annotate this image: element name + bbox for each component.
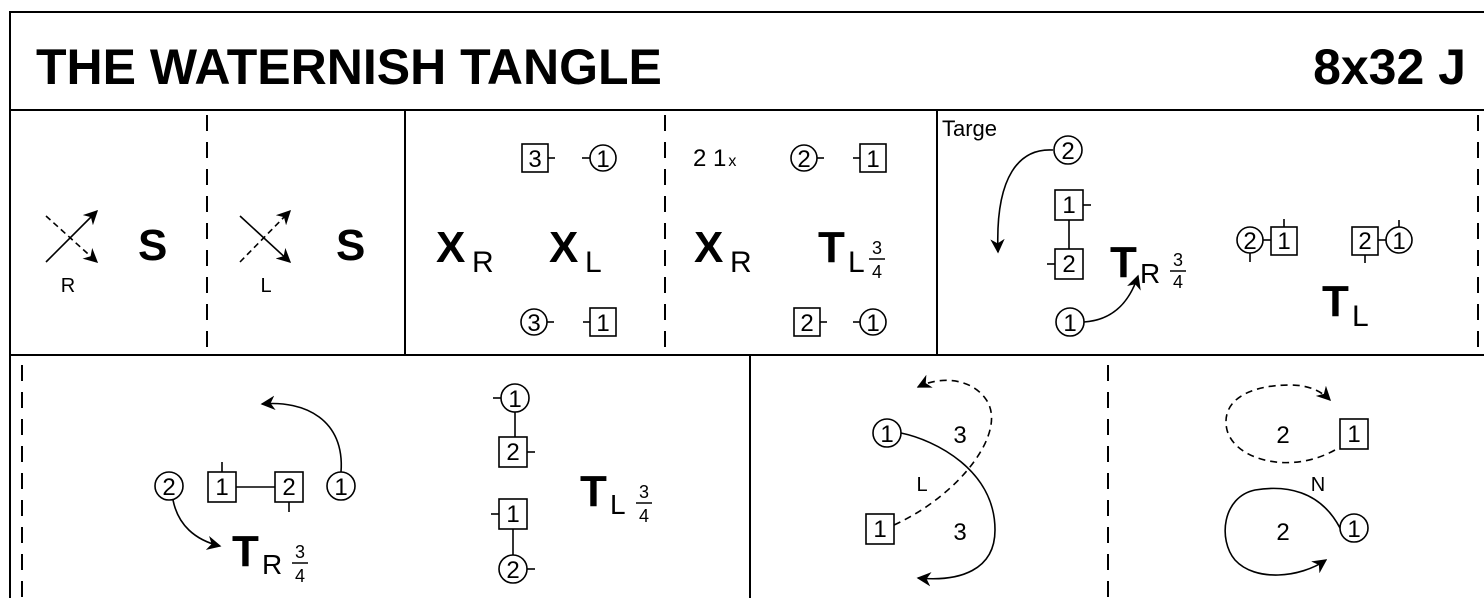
set-left-direction: L xyxy=(260,275,271,297)
set-symbol-2: S xyxy=(336,221,365,270)
turn-right-three-quarters: T R 3 4 xyxy=(1110,238,1186,292)
targe-figure xyxy=(990,135,1141,337)
loop-position-bottom: 2 xyxy=(1276,519,1289,546)
svg-text:3: 3 xyxy=(639,482,649,502)
svg-text:1: 1 xyxy=(596,146,609,173)
row2-dancer-1-man: 1 xyxy=(215,474,228,501)
svg-text:X: X xyxy=(549,223,578,272)
eight-dancer-1-man: 1 xyxy=(873,516,886,543)
line-dancer-2: 2 xyxy=(1243,228,1256,255)
cross-right-symbol: X R xyxy=(436,223,494,279)
svg-text:L: L xyxy=(848,246,865,279)
loop-direction: N xyxy=(1311,474,1325,496)
loop-dancer-1-man: 1 xyxy=(1347,421,1360,448)
targe-label: Targe xyxy=(942,116,997,141)
position-bottom-2-1: 2 1 xyxy=(793,307,887,337)
dance-type: 8x32 J xyxy=(1313,39,1466,95)
svg-text:3: 3 xyxy=(1173,250,1183,270)
svg-text:2: 2 xyxy=(797,146,810,173)
row2-dancer-2-man: 2 xyxy=(282,474,295,501)
svg-text:3: 3 xyxy=(527,310,540,337)
svg-text:L: L xyxy=(1352,300,1369,333)
bar-dividers xyxy=(21,115,1479,598)
svg-text:T: T xyxy=(1322,277,1349,326)
cross-left-symbol: X L xyxy=(549,223,602,279)
position-bottom-3-1: 3 1 xyxy=(520,307,617,337)
position-top-3-1: 3 1 xyxy=(521,143,617,173)
svg-text:1: 1 xyxy=(596,310,609,337)
svg-text:1: 1 xyxy=(866,310,879,337)
loop-dancer-1: 1 xyxy=(1347,516,1360,543)
svg-text:2: 2 xyxy=(800,310,813,337)
svg-text:4: 4 xyxy=(1173,272,1183,292)
svg-text:T: T xyxy=(580,467,607,516)
column-dancer-1-man: 1 xyxy=(506,501,519,528)
set-right-direction: R xyxy=(61,275,75,297)
svg-text:R: R xyxy=(472,246,494,279)
svg-text:1: 1 xyxy=(866,146,879,173)
column-dancer-2: 2 xyxy=(506,557,519,584)
row2-column-figure xyxy=(491,383,535,584)
svg-text:3: 3 xyxy=(528,146,541,173)
set-right-icon xyxy=(45,209,99,263)
svg-text:4: 4 xyxy=(639,506,649,526)
targe-dancer-2: 2 xyxy=(1061,138,1074,165)
figure-eight-paths xyxy=(865,374,996,587)
loop-paths xyxy=(1224,384,1369,576)
cross-right-symbol-2: X R xyxy=(694,223,752,279)
svg-text:4: 4 xyxy=(295,566,305,586)
eight-position-top: 3 xyxy=(953,422,966,449)
svg-text:X: X xyxy=(436,223,465,272)
turn-left-three-quarters-2: T L 3 4 xyxy=(580,467,652,526)
eight-dancer-1: 1 xyxy=(880,421,893,448)
line-dancer-2-man: 2 xyxy=(1358,228,1371,255)
turn-left-symbol: T L xyxy=(1322,277,1369,333)
row2-dancer-2: 2 xyxy=(162,474,175,501)
column-dancer-1: 1 xyxy=(508,386,521,413)
turn-left-three-quarters: T L 3 4 xyxy=(818,223,885,282)
svg-text:R: R xyxy=(1140,258,1160,289)
svg-text:L: L xyxy=(610,489,626,520)
eight-direction: L xyxy=(916,474,927,496)
card-frame xyxy=(9,11,1484,598)
svg-text:3: 3 xyxy=(295,542,305,562)
dance-title: THE WATERNISH TANGLE xyxy=(36,39,662,95)
line-dancer-1: 1 xyxy=(1392,228,1405,255)
svg-text:L: L xyxy=(585,246,602,279)
svg-text:X: X xyxy=(694,223,723,272)
line-dancer-1-man: 1 xyxy=(1277,228,1290,255)
set-left-icon xyxy=(239,209,292,263)
svg-text:T: T xyxy=(1110,238,1137,287)
svg-text:T: T xyxy=(232,527,259,576)
svg-text:3: 3 xyxy=(872,238,882,258)
targe-dancer-1-man: 1 xyxy=(1062,192,1075,219)
column-dancer-2-man: 2 xyxy=(506,439,519,466)
svg-text:R: R xyxy=(262,549,282,580)
set-symbol-1: S xyxy=(138,221,167,270)
position-top-2-1: 2 1 xyxy=(790,143,887,173)
svg-text:T: T xyxy=(818,223,845,272)
row2-dancer-1: 1 xyxy=(334,474,347,501)
turn-right-three-quarters-2: T R 3 4 xyxy=(232,527,308,586)
svg-text:4: 4 xyxy=(872,262,882,282)
eight-position-bottom: 3 xyxy=(953,519,966,546)
svg-text:R: R xyxy=(730,246,752,279)
targe-dancer-2-man: 2 xyxy=(1062,251,1075,278)
loop-position-top: 2 xyxy=(1276,422,1289,449)
line-of-four xyxy=(1236,219,1413,263)
targe-dancer-1: 1 xyxy=(1063,310,1076,337)
row2-line-figure xyxy=(154,395,356,550)
